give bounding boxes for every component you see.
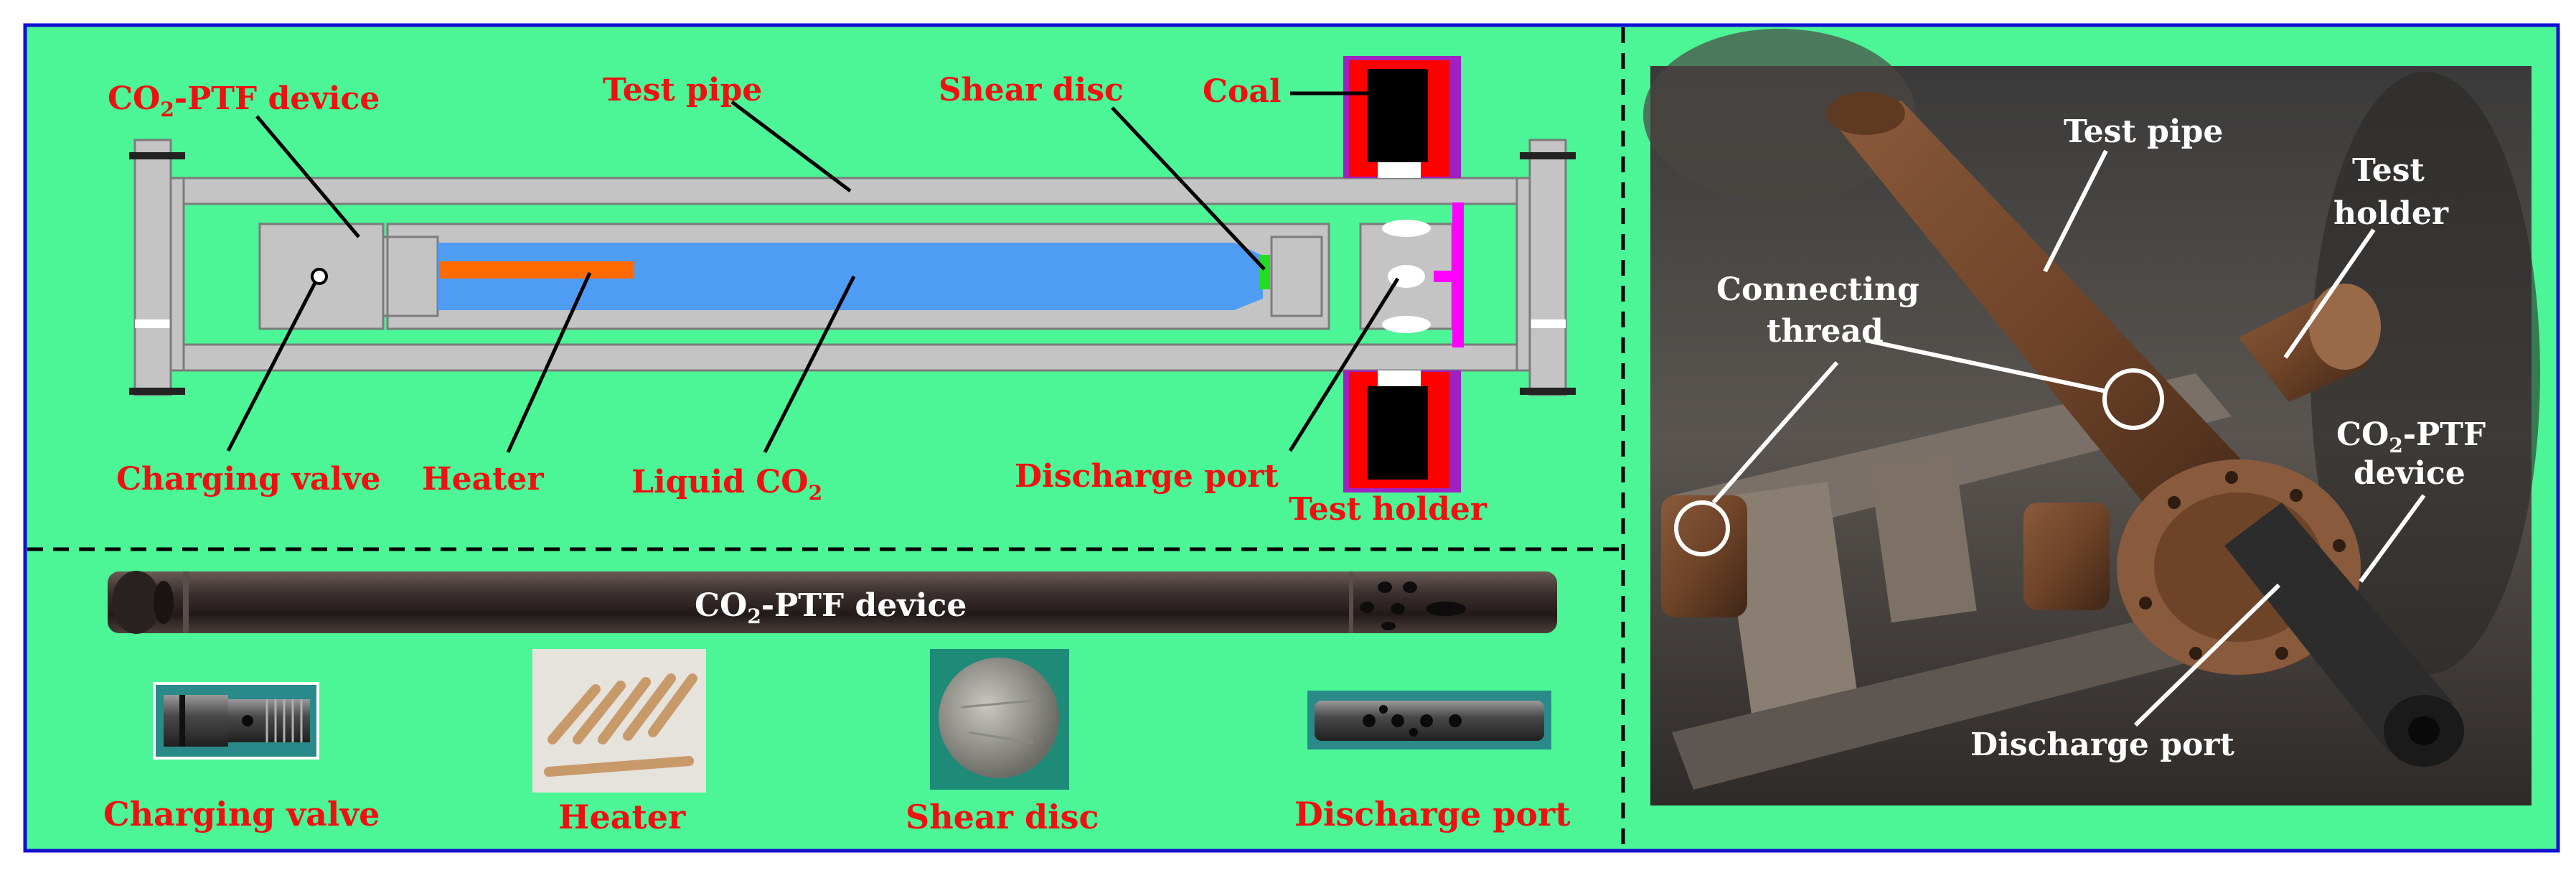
device-photo bbox=[108, 571, 1557, 634]
connecting-thread-circle-1 bbox=[2102, 368, 2164, 430]
field-photo: Test pipe Test holder Connecting thread … bbox=[1643, 29, 2540, 805]
photo-leader-device bbox=[2359, 494, 2426, 583]
photo-leader-discharge-port bbox=[2133, 583, 2281, 727]
schematic: CO2-PTF device Test pipe Shear disc Coal… bbox=[108, 56, 1576, 528]
liquid-co2-region bbox=[438, 243, 1263, 310]
label-liquid-co2: Liquid CO2 bbox=[631, 464, 822, 505]
leader-co2-ptf-device bbox=[255, 115, 360, 238]
photo-label-test-holder-1: Test bbox=[2352, 152, 2425, 189]
right-plug bbox=[1270, 235, 1323, 317]
discharge-plate-tab bbox=[1434, 271, 1455, 282]
coal-bottom bbox=[1368, 386, 1428, 480]
label-charging-valve-photo: Charging valve bbox=[103, 795, 380, 833]
label-discharge-port-photo: Discharge port bbox=[1294, 795, 1571, 833]
label-co2-ptf-device: CO2-PTF device bbox=[108, 80, 380, 121]
leader-discharge-port bbox=[1288, 277, 1400, 452]
discharge-port-photo bbox=[1307, 691, 1551, 749]
charging-valve-hole bbox=[311, 268, 328, 285]
photo-label-device-1: CO2-PTF bbox=[2336, 416, 2486, 457]
right-flange bbox=[1528, 139, 1567, 396]
photo-label-test-pipe: Test pipe bbox=[2064, 113, 2223, 150]
label-test-holder: Test holder bbox=[1289, 491, 1487, 528]
right-end-wall bbox=[1515, 177, 1531, 372]
label-charging-valve: Charging valve bbox=[116, 461, 381, 498]
label-coal: Coal bbox=[1203, 73, 1282, 110]
photo-leader-test-pipe bbox=[2043, 149, 2108, 273]
label-heater: Heater bbox=[422, 461, 544, 498]
photo-test-pipe bbox=[1833, 101, 2282, 567]
discharge-port-hole-1 bbox=[1382, 220, 1431, 237]
left-flange-gap bbox=[135, 319, 171, 328]
photo-label-test-holder-2: holder bbox=[2333, 195, 2449, 232]
right-bolt-bottom bbox=[1520, 388, 1576, 395]
label-discharge-port: Discharge port bbox=[1015, 458, 1279, 495]
photo-label-connecting-thread-2: thread bbox=[1767, 313, 1884, 350]
left-flange bbox=[133, 139, 172, 396]
photo-label-discharge-port: Discharge port bbox=[1970, 727, 2234, 763]
coal-top bbox=[1368, 69, 1428, 162]
label-device-photo: CO2-PTF device bbox=[695, 587, 967, 628]
photo-label-device-2: device bbox=[2354, 455, 2465, 492]
left-bolt-bottom bbox=[129, 388, 185, 395]
components-panel: CO2-PTF device Charging valve bbox=[103, 571, 1571, 836]
right-bolt-top bbox=[1520, 152, 1576, 159]
shear-disc-mark bbox=[1260, 255, 1270, 289]
left-bolt-top bbox=[129, 152, 185, 159]
pipe-wall-bottom bbox=[169, 343, 1531, 372]
photo-leader-thread-1 bbox=[1865, 338, 2107, 393]
photo-leader-test-holder bbox=[2283, 228, 2376, 359]
label-shear-disc: Shear disc bbox=[939, 72, 1124, 108]
label-shear-disc-photo: Shear disc bbox=[906, 798, 1099, 836]
leader-charging-valve bbox=[226, 280, 318, 452]
test-holder-top-opening bbox=[1378, 162, 1421, 178]
photo-label-connecting-thread-1: Connecting bbox=[1716, 271, 1919, 308]
photo-device bbox=[2224, 503, 2454, 754]
leader-liquid-co2 bbox=[763, 275, 856, 454]
label-heater-photo: Heater bbox=[558, 798, 686, 836]
label-test-pipe: Test pipe bbox=[603, 72, 762, 108]
leader-test-pipe bbox=[730, 101, 852, 192]
left-end-wall bbox=[169, 177, 185, 372]
right-flange-gap bbox=[1530, 319, 1566, 328]
charging-valve-photo bbox=[153, 682, 319, 760]
heater-photo bbox=[532, 649, 706, 793]
leader-shear-disc bbox=[1111, 106, 1266, 271]
heater-rod bbox=[439, 261, 634, 279]
discharge-plate bbox=[1452, 202, 1464, 347]
test-holder-bottom-opening bbox=[1378, 370, 1421, 386]
photo-leader-thread-2 bbox=[1711, 361, 1839, 504]
connecting-thread-circle-2 bbox=[1674, 500, 1730, 556]
discharge-port-hole-3 bbox=[1382, 316, 1431, 333]
left-plug bbox=[386, 235, 439, 317]
leader-heater bbox=[506, 271, 592, 454]
shear-disc-photo bbox=[930, 649, 1069, 790]
